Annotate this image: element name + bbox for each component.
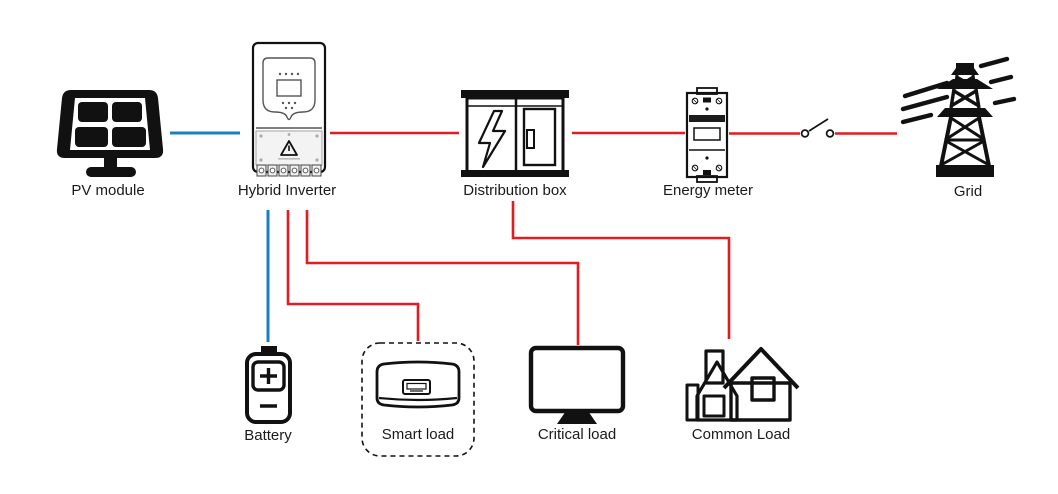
- common-load-label: Common Load: [691, 426, 791, 443]
- critical-load-label: Critical load: [537, 426, 617, 443]
- transmission-tower-icon: [900, 56, 1017, 177]
- smart-load-dashed-outline: [361, 342, 475, 457]
- pv-module-label: PV module: [71, 182, 145, 199]
- energy-meter-label: Energy meter: [662, 182, 754, 199]
- hybrid-inverter-icon: [251, 41, 327, 177]
- solar-panel-icon: [56, 90, 164, 177]
- battery-icon: [245, 346, 292, 424]
- battery-label: Battery: [244, 427, 292, 444]
- inverter-to-critical-load-line: [305, 210, 580, 345]
- distribution-box-label: Distribution box: [463, 182, 567, 199]
- din-rail-meter-icon: [685, 87, 729, 183]
- hybrid-inverter-label: Hybrid Inverter: [237, 182, 337, 199]
- distribution-cabinet-icon: [461, 90, 569, 177]
- house-icon: [685, 347, 800, 422]
- smart-load-label: Smart load: [381, 426, 455, 443]
- distribution-to-common-load-line: [511, 201, 731, 339]
- appliance-icon: [375, 360, 461, 409]
- monitor-icon: [528, 345, 626, 424]
- grid-label: Grid: [953, 183, 983, 200]
- inverter-to-smart-load-line: [286, 210, 420, 341]
- disconnect-switch-icon: [800, 118, 835, 138]
